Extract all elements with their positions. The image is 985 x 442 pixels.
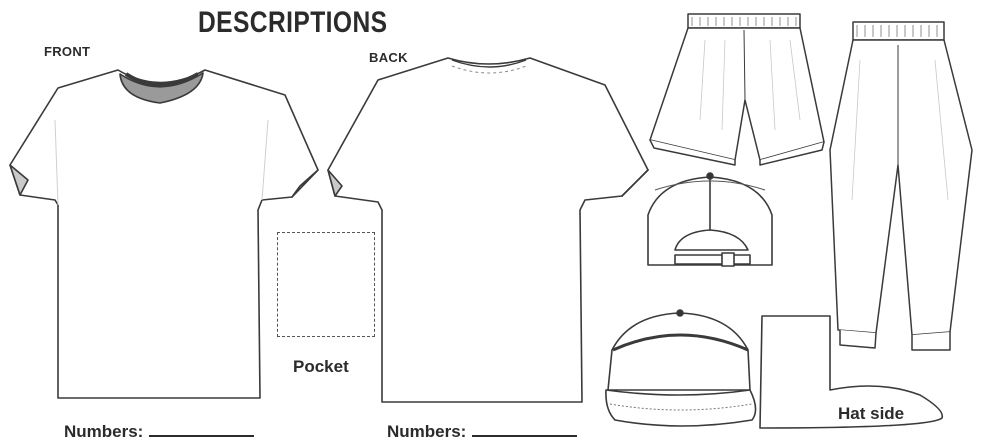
pants-icon — [830, 22, 972, 350]
tshirt-front-icon — [10, 70, 318, 398]
numbers-front-label: Numbers: — [64, 422, 143, 441]
pocket-label: Pocket — [293, 357, 349, 377]
numbers-back: Numbers: — [387, 421, 577, 442]
cap-back-icon — [648, 173, 772, 266]
shorts-icon — [650, 14, 824, 165]
numbers-back-label: Numbers: — [387, 422, 466, 441]
tshirt-back-icon — [328, 58, 648, 402]
numbers-back-line — [472, 421, 577, 437]
pocket-area — [277, 232, 375, 337]
cap-front-icon — [606, 310, 756, 426]
numbers-front: Numbers: — [64, 421, 254, 442]
hat-side-label: Hat side — [838, 404, 904, 424]
numbers-front-line — [149, 421, 254, 437]
